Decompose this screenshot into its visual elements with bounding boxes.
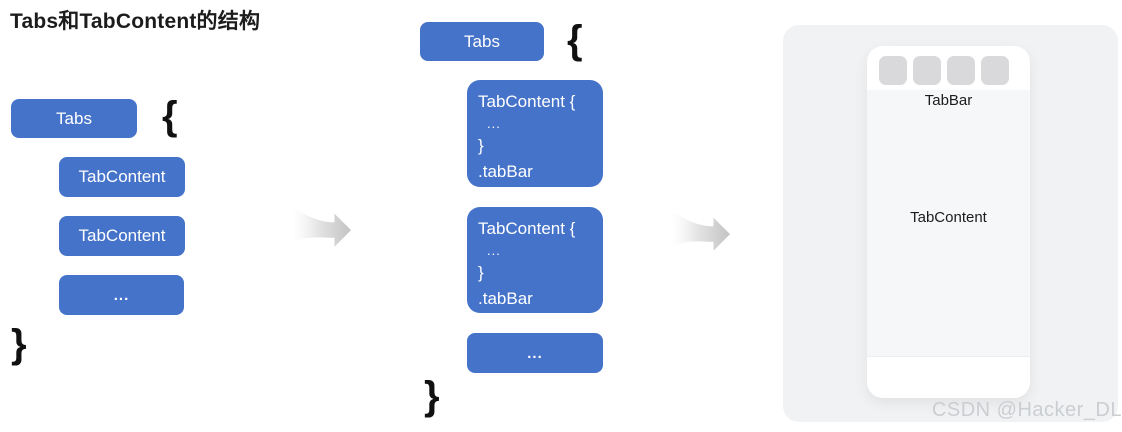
left-tabcontent-node: TabContent: [59, 157, 185, 197]
code-line: .tabBar: [478, 289, 533, 308]
middle-close-brace: }: [424, 374, 440, 418]
code-line: TabContent {: [478, 92, 576, 111]
code-line: .tabBar: [478, 162, 533, 181]
watermark: CSDN @Hacker_DL: [931, 399, 1122, 421]
code-line: }: [478, 263, 484, 282]
left-ellipsis-node: ...: [59, 275, 184, 315]
middle-tabs-node: Tabs: [420, 22, 544, 61]
left-tabs-node: Tabs: [11, 99, 137, 138]
middle-tabcontent-block: TabContent { ... } .tabBar: [467, 80, 603, 187]
preview-panel: TabBar TabContent: [783, 25, 1118, 422]
tab-icon-placeholder: [947, 56, 975, 85]
left-close-brace: }: [11, 322, 27, 366]
phone-tabbar: [867, 46, 1030, 90]
tab-icon-placeholder: [879, 56, 907, 85]
tabbar-label: TabBar: [924, 92, 973, 109]
code-line: ...: [487, 116, 501, 131]
middle-tabcontent-block: TabContent { ... } .tabBar: [467, 207, 603, 313]
code-line: TabContent {: [478, 219, 576, 238]
phone-mockup: TabBar TabContent: [867, 46, 1030, 398]
left-tabcontent-node: TabContent: [59, 216, 185, 256]
flow-arrow-icon: [291, 205, 351, 247]
tabcontent-label: TabContent: [910, 209, 987, 226]
middle-open-brace: {: [567, 18, 583, 62]
left-open-brace: {: [162, 94, 178, 138]
tab-icon-placeholder: [981, 56, 1009, 85]
tab-icon-placeholder: [913, 56, 941, 85]
phone-footer-bar: [867, 356, 1030, 398]
flow-arrow-icon: [670, 209, 730, 251]
code-line: }: [478, 136, 484, 155]
middle-ellipsis-node: ...: [467, 333, 603, 373]
page-title: Tabs和TabContent的结构: [10, 10, 261, 33]
code-line: ...: [487, 243, 501, 258]
